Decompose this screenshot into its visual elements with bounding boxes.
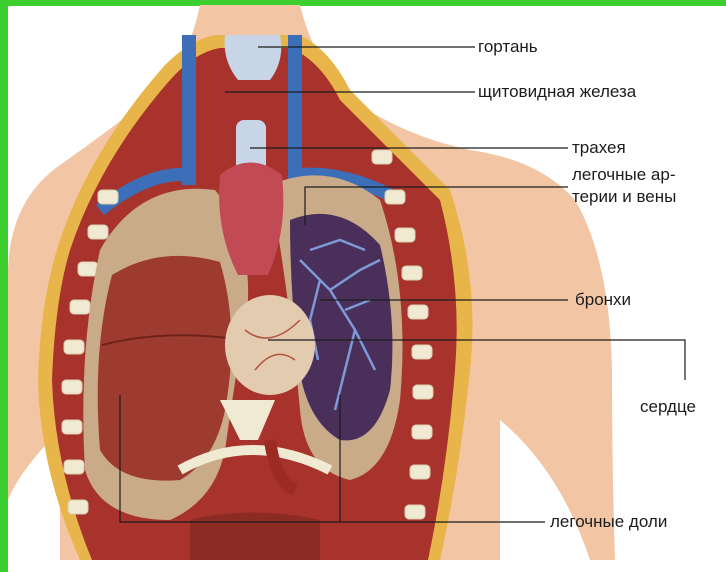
label-heart: сердце <box>640 397 696 417</box>
label-thyroid: щитовидная железа <box>478 82 636 102</box>
label-pulmonary-vessels-1: легочные ар- <box>572 165 676 185</box>
frame-top <box>0 0 726 6</box>
jugular-vein-left <box>182 35 196 185</box>
label-bronchi: бронхи <box>575 290 631 310</box>
label-lung-lobes: легочные доли <box>550 512 667 532</box>
label-pulmonary-vessels-2: терии и вены <box>572 187 676 207</box>
left-lung <box>98 256 232 481</box>
diaphragm <box>190 513 320 561</box>
heart <box>225 295 315 395</box>
jugular-vein-right <box>288 35 302 185</box>
label-trachea: трахея <box>572 138 626 158</box>
frame-left <box>0 0 8 572</box>
label-larynx: гортань <box>478 37 538 57</box>
